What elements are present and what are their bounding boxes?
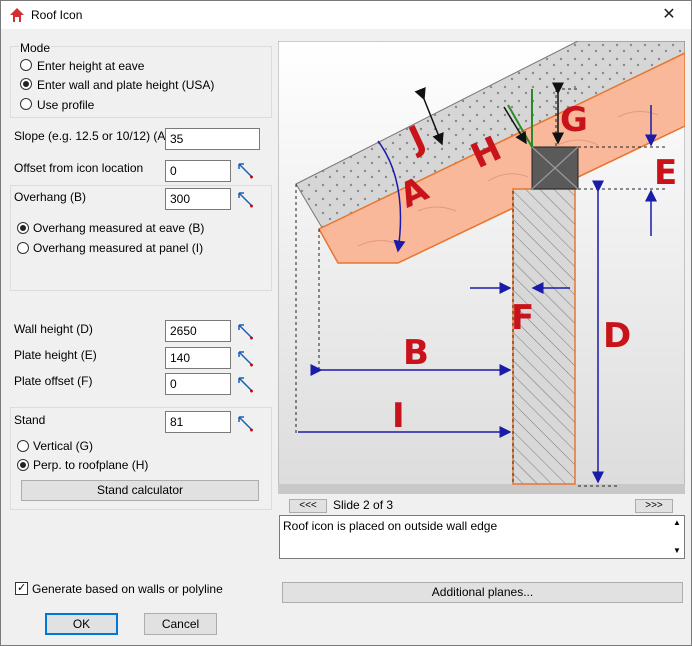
dim-j (414, 87, 444, 146)
label-d: D (603, 316, 631, 356)
label-b: B (403, 333, 429, 373)
description-scrollbar[interactable]: ▲ ▼ (670, 516, 684, 558)
offset-label: Offset from icon location (14, 161, 144, 175)
close-icon[interactable]: ✕ (662, 6, 676, 23)
overhang-input[interactable]: 300 (165, 188, 231, 210)
slide-description-text: Roof icon is placed on outside wall edge (283, 519, 498, 533)
overhang-radio-eave[interactable] (17, 222, 29, 234)
floor (278, 484, 685, 494)
slide-description: Roof icon is placed on outside wall edge… (279, 515, 685, 559)
label-g: G (560, 100, 588, 140)
stand-group (10, 407, 272, 510)
mode-label-height-at-eave: Enter height at eave (37, 59, 145, 73)
offset-input[interactable]: 0 (165, 160, 231, 182)
overhang-label-eave: Overhang measured at eave (B) (33, 221, 205, 235)
plate-height-input[interactable]: 140 (165, 347, 231, 369)
plate-height-label: Plate height (E) (14, 348, 97, 362)
wall-height-input[interactable]: 2650 (165, 320, 231, 342)
stand-label: Stand (14, 413, 46, 427)
label-e: E (654, 153, 677, 193)
slide-next-button[interactable]: >>> (635, 499, 673, 513)
overhang-group (10, 185, 272, 291)
checkmark-icon: ✓ (17, 581, 27, 594)
pick-from-drawing-icon[interactable] (236, 375, 256, 395)
wall-height-label: Wall height (D) (14, 322, 93, 336)
stand-radio-vertical[interactable] (17, 440, 29, 452)
guide-lines (295, 88, 668, 484)
window-title: Roof Icon (31, 8, 83, 22)
stand-lines (507, 89, 533, 148)
additional-planes-button[interactable]: Additional planes... (282, 582, 683, 603)
title-bar: Roof Icon ✕ (1, 1, 691, 29)
stand-calculator-button[interactable]: Stand calculator (21, 480, 259, 501)
overhang-label: Overhang (B) (14, 190, 87, 204)
roof-app-icon (10, 8, 24, 22)
stand-label-vertical: Vertical (G) (33, 439, 94, 453)
mode-legend: Mode (19, 41, 52, 55)
dim-h (503, 106, 527, 145)
stand-radio-perp[interactable] (17, 459, 29, 471)
mode-label-wall-plate: Enter wall and plate height (USA) (37, 78, 215, 92)
mode-group (10, 46, 272, 118)
rafter-grain (357, 111, 659, 247)
pick-from-drawing-icon[interactable] (236, 322, 256, 342)
mode-radio-use-profile[interactable] (20, 98, 32, 110)
ok-button[interactable]: OK (45, 613, 118, 635)
plate-cross (531, 146, 579, 190)
label-i: I (392, 396, 405, 436)
dim-a-arc (377, 140, 406, 253)
overhang-label-panel: Overhang measured at panel (I) (33, 241, 204, 255)
roof-diagram: J H A G E F B D I (278, 41, 685, 494)
plate-offset-label: Plate offset (F) (14, 374, 93, 388)
stand-label-perp: Perp. to roofplane (H) (33, 458, 149, 472)
overhang-radio-panel[interactable] (17, 242, 29, 254)
mode-radio-height-at-eave[interactable] (20, 59, 32, 71)
label-f: F (511, 298, 534, 338)
roof-panel (295, 41, 685, 232)
mode-radio-wall-plate[interactable] (20, 78, 32, 90)
slope-input[interactable]: 35 (165, 128, 260, 150)
pick-from-drawing-icon[interactable] (236, 414, 256, 434)
pick-from-drawing-icon[interactable] (236, 161, 256, 181)
mode-label-use-profile: Use profile (37, 98, 95, 112)
scroll-up-icon[interactable]: ▲ (673, 518, 681, 527)
slope-label: Slope (e.g. 12.5 or 10/12) (A) (14, 129, 170, 143)
generate-label: Generate based on walls or polyline (32, 582, 223, 596)
slide-caption: Slide 2 of 3 (333, 498, 394, 512)
wall (512, 188, 576, 485)
plate-offset-input[interactable]: 0 (165, 373, 231, 395)
pick-from-drawing-icon[interactable] (236, 349, 256, 369)
slide-prev-button[interactable]: <<< (289, 499, 327, 513)
stand-input[interactable]: 81 (165, 411, 231, 433)
pick-from-drawing-icon[interactable] (236, 190, 256, 210)
cancel-button[interactable]: Cancel (144, 613, 217, 635)
generate-checkbox[interactable]: ✓ (15, 581, 28, 595)
scroll-down-icon[interactable]: ▼ (673, 546, 681, 555)
